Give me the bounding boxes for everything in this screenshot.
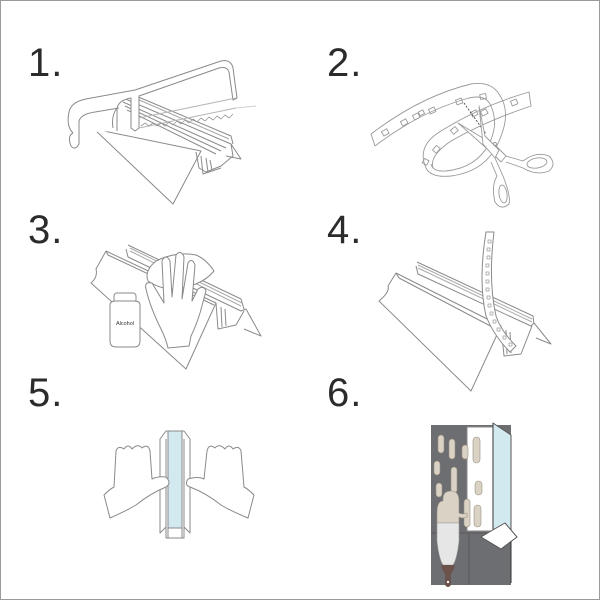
step-number-4: 4. (327, 208, 363, 252)
step-number-1: 1. (28, 41, 64, 85)
step-number-5: 5. (28, 371, 64, 415)
cleaning-with-alcohol-illustration: Alcohol (90, 244, 262, 370)
pressing-diffuser-illustration (103, 430, 255, 539)
scissors-cutting-strip-illustration (370, 83, 554, 208)
plastering-wall-illustration (431, 422, 518, 587)
bottle-label: Alcohol (116, 321, 134, 327)
inserting-strip-illustration (378, 231, 552, 392)
step-number-3: 3. (28, 208, 64, 252)
step-number-2: 2. (327, 41, 363, 85)
hacksaw-cutting-profile-illustration (67, 60, 257, 205)
step-number-6: 6. (327, 371, 363, 415)
